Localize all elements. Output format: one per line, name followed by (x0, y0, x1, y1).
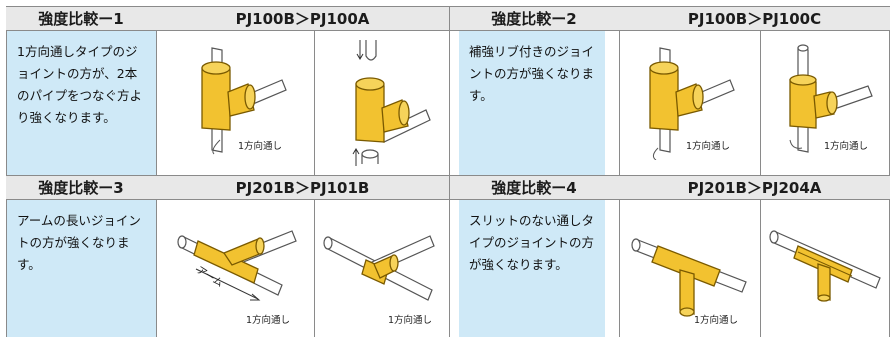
pj100c-joint-illustration (789, 44, 873, 153)
section-3-description: アームの長いジョイントの方が強くなります。 (7, 200, 156, 337)
section-1-title: 強度比較ー1 (6, 6, 156, 31)
section-2-caption-1: 1方向通し (686, 141, 731, 152)
divider (449, 6, 450, 337)
divider (314, 200, 315, 337)
section-3-title: 強度比較ー3 (6, 175, 156, 200)
section-3-caption-2: 1方向通し (388, 315, 433, 326)
section-3-caption-1: 1方向通し (246, 315, 291, 326)
divider (760, 31, 761, 175)
section-2-models: PJ100B＞PJ100C (619, 6, 890, 31)
section-3-models: PJ201B＞PJ101B (156, 175, 449, 200)
section-2-title: 強度比較ー2 (449, 6, 619, 31)
divider (156, 200, 157, 337)
section-4-title: 強度比較ー4 (449, 175, 619, 200)
strength-comparison-table (6, 6, 890, 337)
pj100a-joint-illustration (352, 40, 431, 166)
section-4-caption: 1方向通し (694, 315, 739, 326)
divider (156, 31, 157, 175)
section-1-description: 1方向通しタイプのジョイントの方が、2本のパイプをつなぐ方より強くなります。 (7, 31, 156, 175)
pj100b-joint-illustration (201, 47, 287, 155)
section-2-caption-2: 1方向通し (824, 141, 869, 152)
pj204a-joint-illustration (769, 230, 881, 302)
section-1-caption: 1方向通し (238, 141, 283, 152)
divider (619, 31, 620, 175)
section-4-description: スリットのない通しタイプのジョイントの方が強くなります。 (459, 200, 605, 337)
pj201b-through-joint-illustration (631, 238, 747, 317)
pj101b-joint-illustration (323, 235, 435, 301)
pj100b-joint-illustration (649, 47, 735, 160)
section-1-models: PJ100B＞PJ100A (156, 6, 449, 31)
divider (619, 200, 620, 337)
pj201b-joint-illustration (177, 230, 297, 301)
section-2-description: 補強リブ付きのジョイントの方が強くなります。 (459, 31, 605, 175)
divider (760, 200, 761, 337)
divider (314, 31, 315, 175)
section-4-models: PJ201B＞PJ204A (619, 175, 890, 200)
